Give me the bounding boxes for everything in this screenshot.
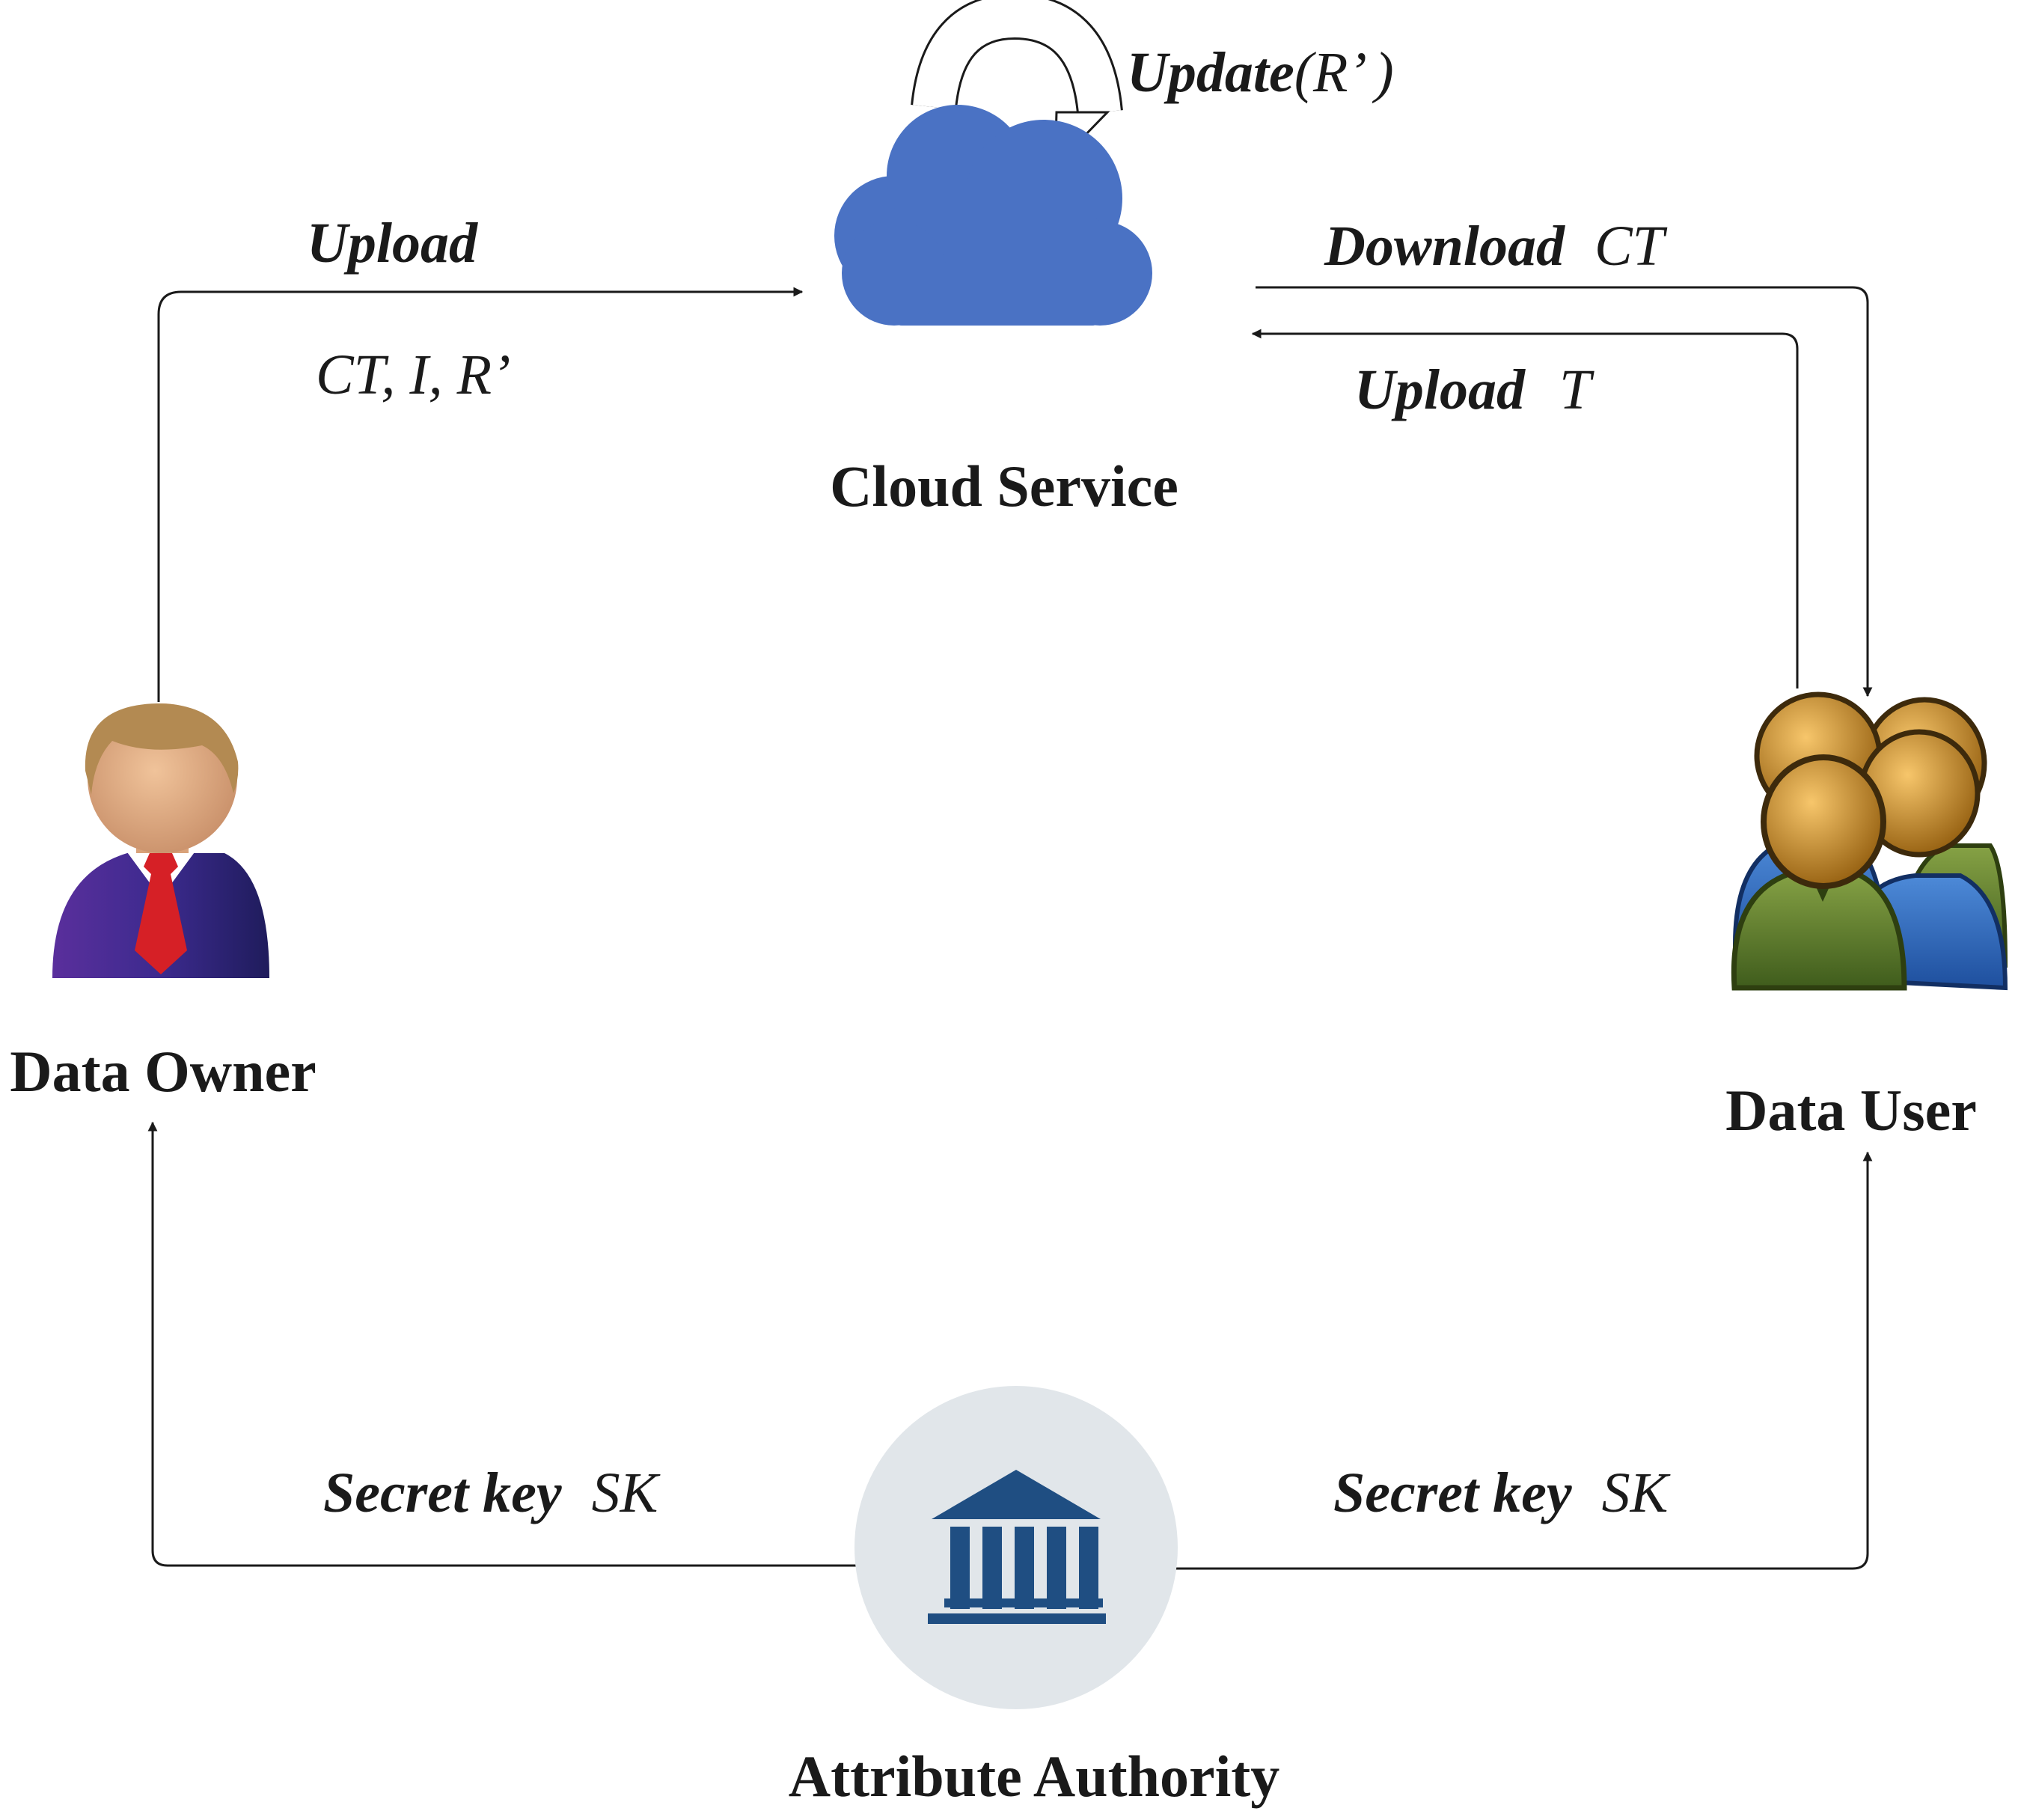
- user-upload-var: T: [1559, 358, 1594, 421]
- user-group-icon: [1731, 691, 2008, 991]
- update-var: (R’ ): [1294, 41, 1394, 104]
- user-secret-key-verb: Secret key: [1333, 1462, 1572, 1524]
- edge-authority-to-owner: [147, 1121, 859, 1567]
- update-label: Update(R’ ): [1127, 41, 1394, 104]
- owner-secret-key-label: Secret key SK: [323, 1462, 661, 1524]
- edge-owner-to-cloud: [157, 287, 804, 702]
- owner-secret-key-verb: Secret key: [323, 1462, 562, 1524]
- data-user-label: Data User: [1725, 1078, 1977, 1143]
- data-owner-label: Data Owner: [10, 1039, 316, 1104]
- download-var: CT: [1594, 215, 1668, 278]
- cloud-service-label: Cloud Service: [830, 454, 1178, 519]
- user-secret-key-var: SK: [1602, 1462, 1671, 1524]
- businessman-icon: [52, 703, 269, 978]
- user-secret-key-label: Secret key SK: [1333, 1462, 1671, 1524]
- user-upload-label: Upload T: [1354, 358, 1594, 421]
- user-upload-verb: Upload: [1354, 358, 1526, 421]
- download-label: Download CT: [1324, 215, 1668, 278]
- owner-upload-var: CT, I, R’: [316, 343, 510, 406]
- edge-authority-to-user: [1175, 1151, 1873, 1570]
- update-verb: Update: [1127, 41, 1294, 104]
- owner-upload-verb: Upload: [307, 212, 478, 275]
- cloud-icon: [834, 105, 1152, 326]
- edge-user-to-cloud: [1251, 329, 1799, 688]
- owner-secret-key-var: SK: [592, 1462, 661, 1524]
- download-verb: Download: [1324, 215, 1565, 278]
- institution-icon: [854, 1386, 1178, 1709]
- edge-cloud-to-user: [1256, 286, 1873, 697]
- attribute-authority-label: Attribute Authority: [789, 1744, 1279, 1809]
